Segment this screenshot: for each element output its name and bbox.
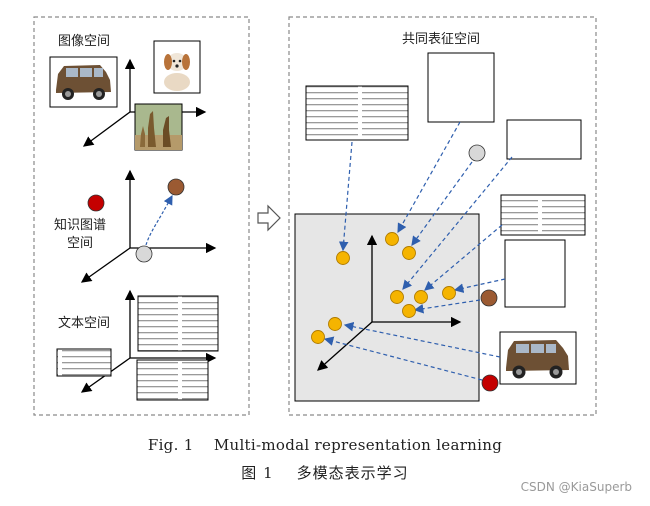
embedding-point	[328, 317, 342, 331]
embedding-point	[402, 304, 416, 318]
caption-chinese: 图 1 多模态表示学习	[241, 464, 409, 482]
embedding-point	[336, 251, 350, 265]
shared-car-image	[499, 331, 577, 385]
kg-space-label-line1: 知识图谱	[54, 217, 106, 233]
empty-image-box-2	[506, 119, 582, 160]
embedding-point	[385, 232, 399, 246]
empty-image-box-1	[427, 52, 495, 123]
embedding-point	[311, 330, 325, 344]
kg-gray-node	[135, 245, 153, 263]
kg-relation-arrow	[145, 194, 173, 246]
transform-arrow	[257, 204, 281, 232]
text-document-2	[56, 348, 112, 377]
shared-text-document	[305, 85, 409, 141]
puppy-image	[153, 40, 201, 94]
shared-kg-brown-node	[480, 289, 498, 307]
arrow-car	[343, 321, 501, 358]
arrow-red-node	[323, 336, 483, 381]
mapping-arrows	[323, 121, 513, 381]
car-image	[49, 56, 118, 108]
embedding-point	[414, 290, 428, 304]
caption-english: Fig. 1 Multi-modal representation learni…	[147, 436, 503, 454]
watermark: CSDN @KiaSuperb	[520, 480, 632, 494]
arrow-brown-node	[413, 299, 481, 314]
arrow-image-box-3	[453, 278, 506, 293]
kg-red-node	[87, 194, 105, 212]
shared-space-title: 共同表征空间	[402, 32, 480, 47]
embedding-points	[311, 232, 456, 344]
embedding-point	[402, 246, 416, 260]
kg-brown-node	[167, 178, 185, 196]
embedding-point	[442, 286, 456, 300]
empty-image-box-3	[504, 239, 566, 308]
arrow-text-doc-small	[424, 224, 503, 291]
text-document-3	[136, 359, 209, 401]
arrow-gray-node	[411, 161, 473, 246]
right-panel-border	[288, 16, 597, 416]
shared-space-axes	[317, 234, 462, 371]
shared-kg-red-node	[481, 374, 499, 392]
text-document-1	[137, 295, 219, 352]
diagram-canvas: 图像空间 知识图谱 空间	[33, 16, 597, 416]
image-space-label: 图像空间	[58, 34, 110, 49]
arrow-image-box-1	[397, 121, 461, 234]
shared-kg-gray-node	[468, 144, 486, 162]
kg-space-label-line2: 空间	[67, 236, 93, 251]
arrow-image-box-2	[402, 156, 513, 290]
text-space-label: 文本空间	[58, 316, 110, 331]
embedding-point	[390, 290, 404, 304]
left-panel-border	[33, 16, 250, 416]
giraffe-image	[134, 103, 183, 151]
shared-text-document-small	[500, 194, 586, 236]
